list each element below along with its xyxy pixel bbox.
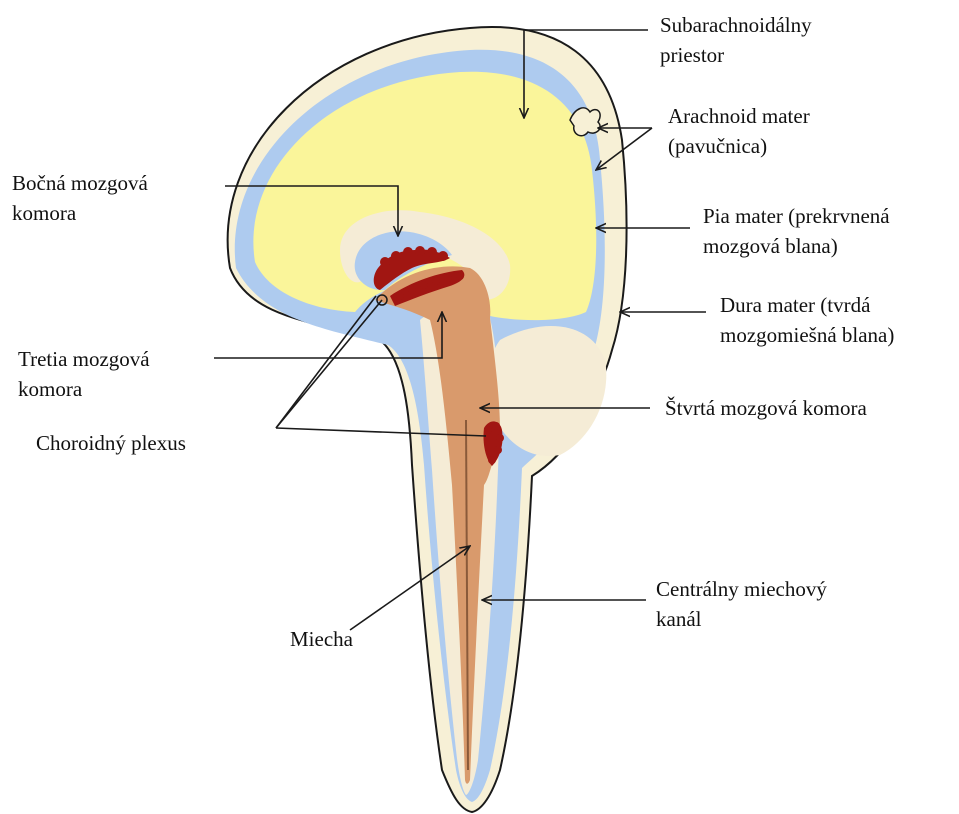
arachnoid-granulation (570, 108, 600, 136)
